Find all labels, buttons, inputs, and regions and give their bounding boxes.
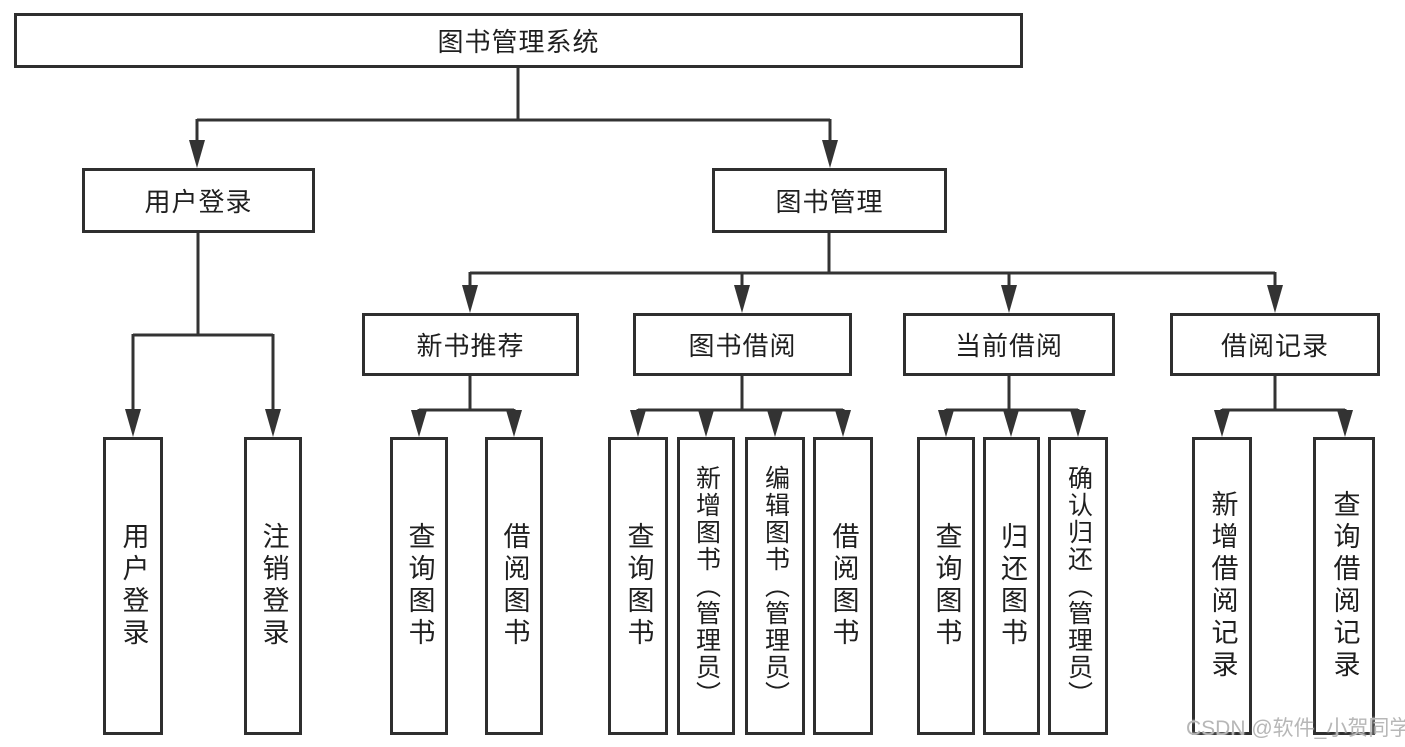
csdn-watermark: CSDN @软件_小贺同学	[1186, 717, 1405, 740]
node-label: 编辑图书（管理员）	[761, 464, 790, 708]
node-new-book-recommendation: 新书推荐	[362, 313, 579, 376]
node-label: 图书借阅	[688, 331, 797, 361]
node-label: 归还图书	[997, 522, 1027, 650]
node-current-borrowing: 当前借阅	[903, 313, 1115, 376]
node-book-management: 图书管理	[712, 168, 947, 233]
node-label: 借阅图书	[828, 522, 859, 650]
leaf-user-login: 用户登录	[103, 437, 163, 735]
node-label: 确认归还（管理员）	[1064, 464, 1093, 708]
node-label: 新书推荐	[416, 331, 525, 361]
leaf-borrow-books-1: 借阅图书	[485, 437, 543, 735]
leaf-return-books: 归还图书	[983, 437, 1040, 735]
node-label: 当前借阅	[954, 331, 1063, 361]
leaf-edit-book-admin: 编辑图书（管理员）	[745, 437, 805, 735]
leaf-logout: 注销登录	[244, 437, 302, 735]
node-label: 借阅记录	[1220, 331, 1329, 361]
leaf-add-borrow-record: 新增借阅记录	[1192, 437, 1252, 735]
leaf-confirm-return-admin: 确认归还（管理员）	[1048, 437, 1108, 735]
leaf-query-borrow-record: 查询借阅记录	[1313, 437, 1375, 735]
node-label: 注销登录	[258, 522, 289, 650]
node-label: 查询借阅记录	[1329, 490, 1360, 682]
node-label: 用户登录	[118, 522, 149, 650]
leaf-add-book-admin: 新增图书（管理员）	[677, 437, 735, 735]
leaf-query-books-2: 查询图书	[608, 437, 668, 735]
leaf-query-books-3: 查询图书	[917, 437, 975, 735]
node-label: 用户登录	[144, 187, 253, 217]
leaf-query-books-1: 查询图书	[390, 437, 448, 735]
leaf-borrow-books-2: 借阅图书	[813, 437, 873, 735]
node-book-borrowing: 图书借阅	[633, 313, 852, 376]
node-library-management-system: 图书管理系统	[14, 13, 1023, 68]
node-label: 图书管理	[775, 187, 884, 217]
node-label: 图书管理系统	[437, 27, 600, 57]
node-label: 查询图书	[931, 522, 962, 650]
node-label: 借阅图书	[499, 522, 530, 650]
node-label: 查询图书	[623, 522, 654, 650]
node-borrowing-records: 借阅记录	[1170, 313, 1380, 376]
node-user-login: 用户登录	[82, 168, 315, 233]
node-label: 查询图书	[404, 522, 435, 650]
node-label: 新增图书（管理员）	[692, 464, 721, 708]
node-label: 新增借阅记录	[1207, 490, 1238, 682]
